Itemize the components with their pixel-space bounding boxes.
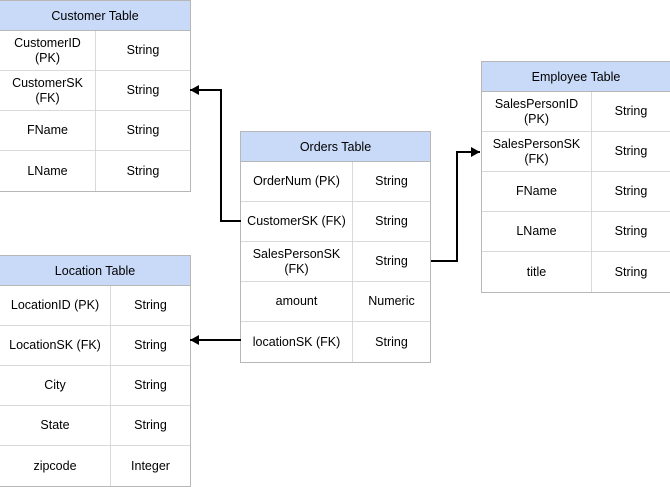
table-row[interactable]: zipcode Integer bbox=[0, 446, 190, 486]
location-table-title: Location Table bbox=[0, 256, 190, 286]
field-type: String bbox=[126, 123, 160, 137]
field-name: amount bbox=[241, 282, 353, 321]
field-type: String bbox=[375, 254, 408, 268]
field-type: String bbox=[375, 334, 408, 349]
location-table[interactable]: Location Table LocationID (PK) String Lo… bbox=[0, 255, 191, 487]
field-name: zipcode bbox=[0, 446, 111, 486]
table-row[interactable]: FName String bbox=[482, 172, 670, 212]
field-name: LocationID (PK) bbox=[0, 286, 111, 325]
table-row[interactable]: locationSK (FK) String bbox=[241, 322, 430, 362]
table-row[interactable]: CustomerSK (FK) String bbox=[241, 202, 430, 242]
field-type: String bbox=[614, 144, 648, 158]
field-type: String bbox=[134, 378, 167, 392]
field-type: String bbox=[375, 174, 408, 188]
table-row[interactable]: amount Numeric bbox=[241, 282, 430, 322]
table-row[interactable]: FName String bbox=[0, 111, 190, 151]
table-row[interactable]: LName String bbox=[482, 212, 670, 252]
field-type: String bbox=[126, 43, 160, 57]
field-type: String bbox=[614, 104, 648, 118]
field-name: SalesPersonSK (FK) bbox=[482, 132, 592, 171]
field-type: String bbox=[134, 418, 167, 432]
table-row[interactable]: title String bbox=[482, 252, 670, 292]
field-type: String bbox=[126, 83, 160, 97]
field-name: OrderNum (PK) bbox=[241, 162, 353, 201]
table-row[interactable]: CustomerID (PK) String bbox=[0, 31, 190, 71]
connector-segment bbox=[220, 89, 222, 221]
field-name: FName bbox=[482, 172, 592, 211]
arrow-right-icon bbox=[471, 147, 480, 157]
table-row[interactable]: LocationID (PK) String bbox=[0, 286, 190, 326]
table-row[interactable]: State String bbox=[0, 406, 190, 446]
arrow-left-icon bbox=[190, 85, 199, 95]
field-type: String bbox=[134, 338, 167, 352]
table-row[interactable]: OrderNum (PK) String bbox=[241, 162, 430, 202]
field-name: CustomerID (PK) bbox=[0, 31, 96, 70]
field-type: Numeric bbox=[368, 294, 415, 308]
field-type: String bbox=[134, 298, 167, 312]
table-row[interactable]: SalesPersonID (PK) String bbox=[482, 92, 670, 132]
field-name: State bbox=[0, 406, 111, 445]
table-row[interactable]: LName String bbox=[0, 151, 190, 191]
field-name: LName bbox=[0, 151, 96, 191]
field-name: SalesPersonSK (FK) bbox=[241, 242, 353, 281]
employee-table-title: Employee Table bbox=[482, 62, 670, 92]
connector-segment bbox=[456, 151, 480, 153]
field-type: Integer bbox=[131, 458, 170, 473]
field-type: String bbox=[614, 184, 648, 198]
connector-segment bbox=[456, 151, 458, 261]
field-name: LocationSK (FK) bbox=[0, 326, 111, 365]
connector-segment bbox=[190, 89, 222, 91]
field-name: title bbox=[482, 252, 592, 292]
connector-segment bbox=[220, 220, 241, 222]
arrow-left-icon bbox=[190, 335, 199, 345]
field-type: String bbox=[375, 214, 408, 228]
field-name: SalesPersonID (PK) bbox=[482, 92, 592, 131]
orders-table[interactable]: Orders Table OrderNum (PK) String Custom… bbox=[240, 131, 431, 363]
field-type: String bbox=[126, 163, 160, 178]
customer-table-title: Customer Table bbox=[0, 1, 190, 31]
field-name: locationSK (FK) bbox=[241, 322, 353, 362]
table-row[interactable]: SalesPersonSK (FK) String bbox=[482, 132, 670, 172]
table-row[interactable]: City String bbox=[0, 366, 190, 406]
connector-segment bbox=[431, 260, 458, 262]
table-row[interactable]: SalesPersonSK (FK) String bbox=[241, 242, 430, 282]
field-name: City bbox=[0, 366, 111, 405]
field-name: FName bbox=[0, 111, 96, 150]
field-name: CustomerSK (FK) bbox=[241, 202, 353, 241]
customer-table[interactable]: Customer Table CustomerID (PK) String Cu… bbox=[0, 0, 191, 192]
field-name: LName bbox=[482, 212, 592, 251]
orders-table-title: Orders Table bbox=[241, 132, 430, 162]
connector-segment bbox=[190, 339, 241, 341]
table-row[interactable]: CustomerSK (FK) String bbox=[0, 71, 190, 111]
employee-table[interactable]: Employee Table SalesPersonID (PK) String… bbox=[481, 61, 670, 293]
field-type: String bbox=[614, 264, 648, 279]
table-row[interactable]: LocationSK (FK) String bbox=[0, 326, 190, 366]
field-name: CustomerSK (FK) bbox=[0, 71, 96, 110]
field-type: String bbox=[614, 224, 648, 238]
